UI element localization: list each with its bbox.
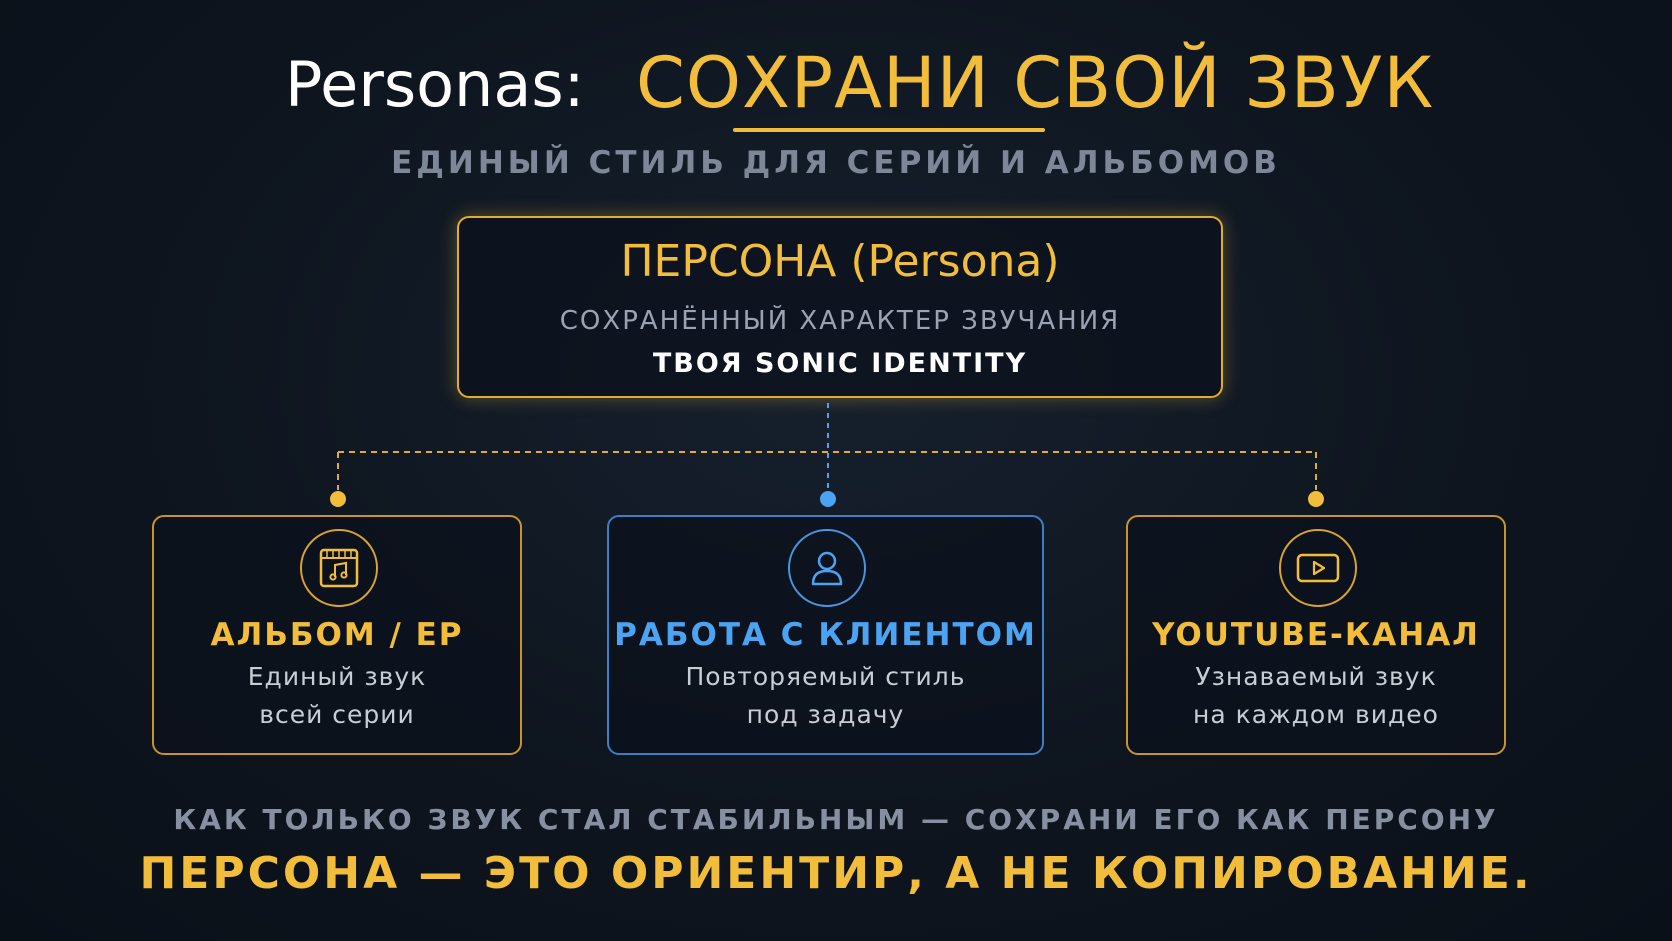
- persona-box: ПЕРСОНА (Persona) СОХРАНЁННЫЙ ХАРАКТЕР З…: [457, 216, 1223, 398]
- title-underline: [733, 128, 1045, 132]
- card-youtube-title: YOUTUBE-КАНАЛ: [1152, 617, 1480, 653]
- card-client-title: РАБОТА С КЛИЕНТОМ: [614, 617, 1037, 653]
- card-album-title: АЛЬБОМ / EP: [210, 617, 464, 653]
- card-youtube-line2: на каждом видео: [1193, 700, 1439, 729]
- card-album-line1: Единый звук: [247, 662, 427, 691]
- title-row: Personas: СОХРАНИ СВОЙ ЗВУК: [0, 42, 1672, 132]
- connector-dot-left: [330, 491, 346, 507]
- footer-main: ПЕРСОНА — ЭТО ОРИЕНТИР, А НЕ КОПИРОВАНИЕ…: [139, 848, 1533, 899]
- footer-note: КАК ТОЛЬКО ЗВУК СТАЛ СТАБИЛЬНЫМ — СОХРАН…: [173, 803, 1499, 836]
- card-album-line2: всей серии: [259, 700, 415, 729]
- card-youtube-line1: Узнаваемый звук: [1195, 662, 1437, 691]
- user-icon: [788, 529, 866, 607]
- title-prefix: Personas:: [285, 48, 585, 121]
- card-album: АЛЬБОМ / EP Единый звук всей серии: [152, 515, 522, 755]
- persona-tagline: ТВОЯ SONIC IDENTITY: [652, 348, 1028, 379]
- persona-subtitle: СОХРАНЁННЫЙ ХАРАКТЕР ЗВУЧАНИЯ: [559, 306, 1121, 336]
- page-title: СОХРАНИ СВОЙ ЗВУК: [636, 42, 1435, 124]
- connector-dot-right: [1308, 491, 1324, 507]
- card-client-line2: под задачу: [746, 700, 905, 729]
- card-youtube: YOUTUBE-КАНАЛ Узнаваемый звук на каждом …: [1126, 515, 1506, 755]
- card-client: РАБОТА С КЛИЕНТОМ Повторяемый стиль под …: [607, 515, 1044, 755]
- card-client-line1: Повторяемый стиль: [685, 662, 966, 691]
- connector-dot-center: [820, 491, 836, 507]
- album-music-icon: [300, 529, 378, 607]
- persona-title: ПЕРСОНА (Persona): [620, 236, 1060, 287]
- video-play-icon: [1279, 529, 1357, 607]
- page-subtitle: ЕДИНЫЙ СТИЛЬ ДЛЯ СЕРИЙ И АЛЬБОМОВ: [391, 145, 1281, 181]
